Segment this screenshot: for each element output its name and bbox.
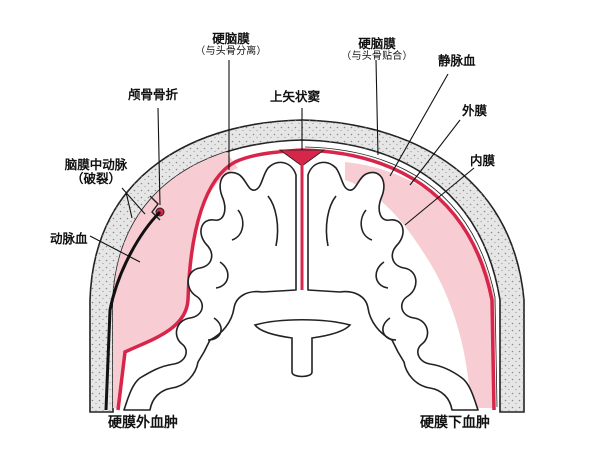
label-meningeal-artery: 脑膜中动脉 （破裂）	[52, 157, 140, 187]
label-dura-left: 硬脑膜 （与头骨分离）	[195, 31, 267, 58]
label-dura-left-note: （与头骨分离）	[195, 46, 267, 58]
label-sagittal-sinus: 上矢状窦	[270, 89, 321, 104]
label-inner-membrane: 内膜	[470, 153, 496, 168]
label-arterial-blood: 动脉血	[50, 231, 88, 246]
meningeal-artery-vessel	[104, 210, 162, 411]
label-outer-membrane: 外膜	[462, 103, 488, 118]
label-subdural-hematoma: 硬膜下血肿	[420, 415, 490, 431]
label-dura-right: 硬脑膜 （与头骨贴合）	[340, 36, 414, 63]
epidural-hematoma-region	[113, 150, 238, 408]
leader-lines	[89, 59, 475, 263]
dura-mater	[116, 146, 498, 411]
label-meningeal-artery-note: （破裂）	[70, 171, 121, 187]
subdural-hematoma-region	[345, 162, 495, 408]
label-dura-left-title: 硬脑膜	[212, 31, 250, 46]
corpus-callosum	[253, 318, 352, 378]
label-dura-right-title: 硬脑膜	[358, 36, 396, 51]
label-meningeal-artery-title: 脑膜中动脉	[64, 157, 128, 172]
label-dura-right-note: （与头骨贴合）	[341, 51, 413, 63]
label-venous-blood: 静脉血	[438, 53, 476, 68]
label-skull-fracture: 颅骨骨折	[128, 87, 179, 102]
label-epidural-hematoma: 硬膜外血肿	[108, 415, 178, 431]
brain	[123, 161, 479, 411]
